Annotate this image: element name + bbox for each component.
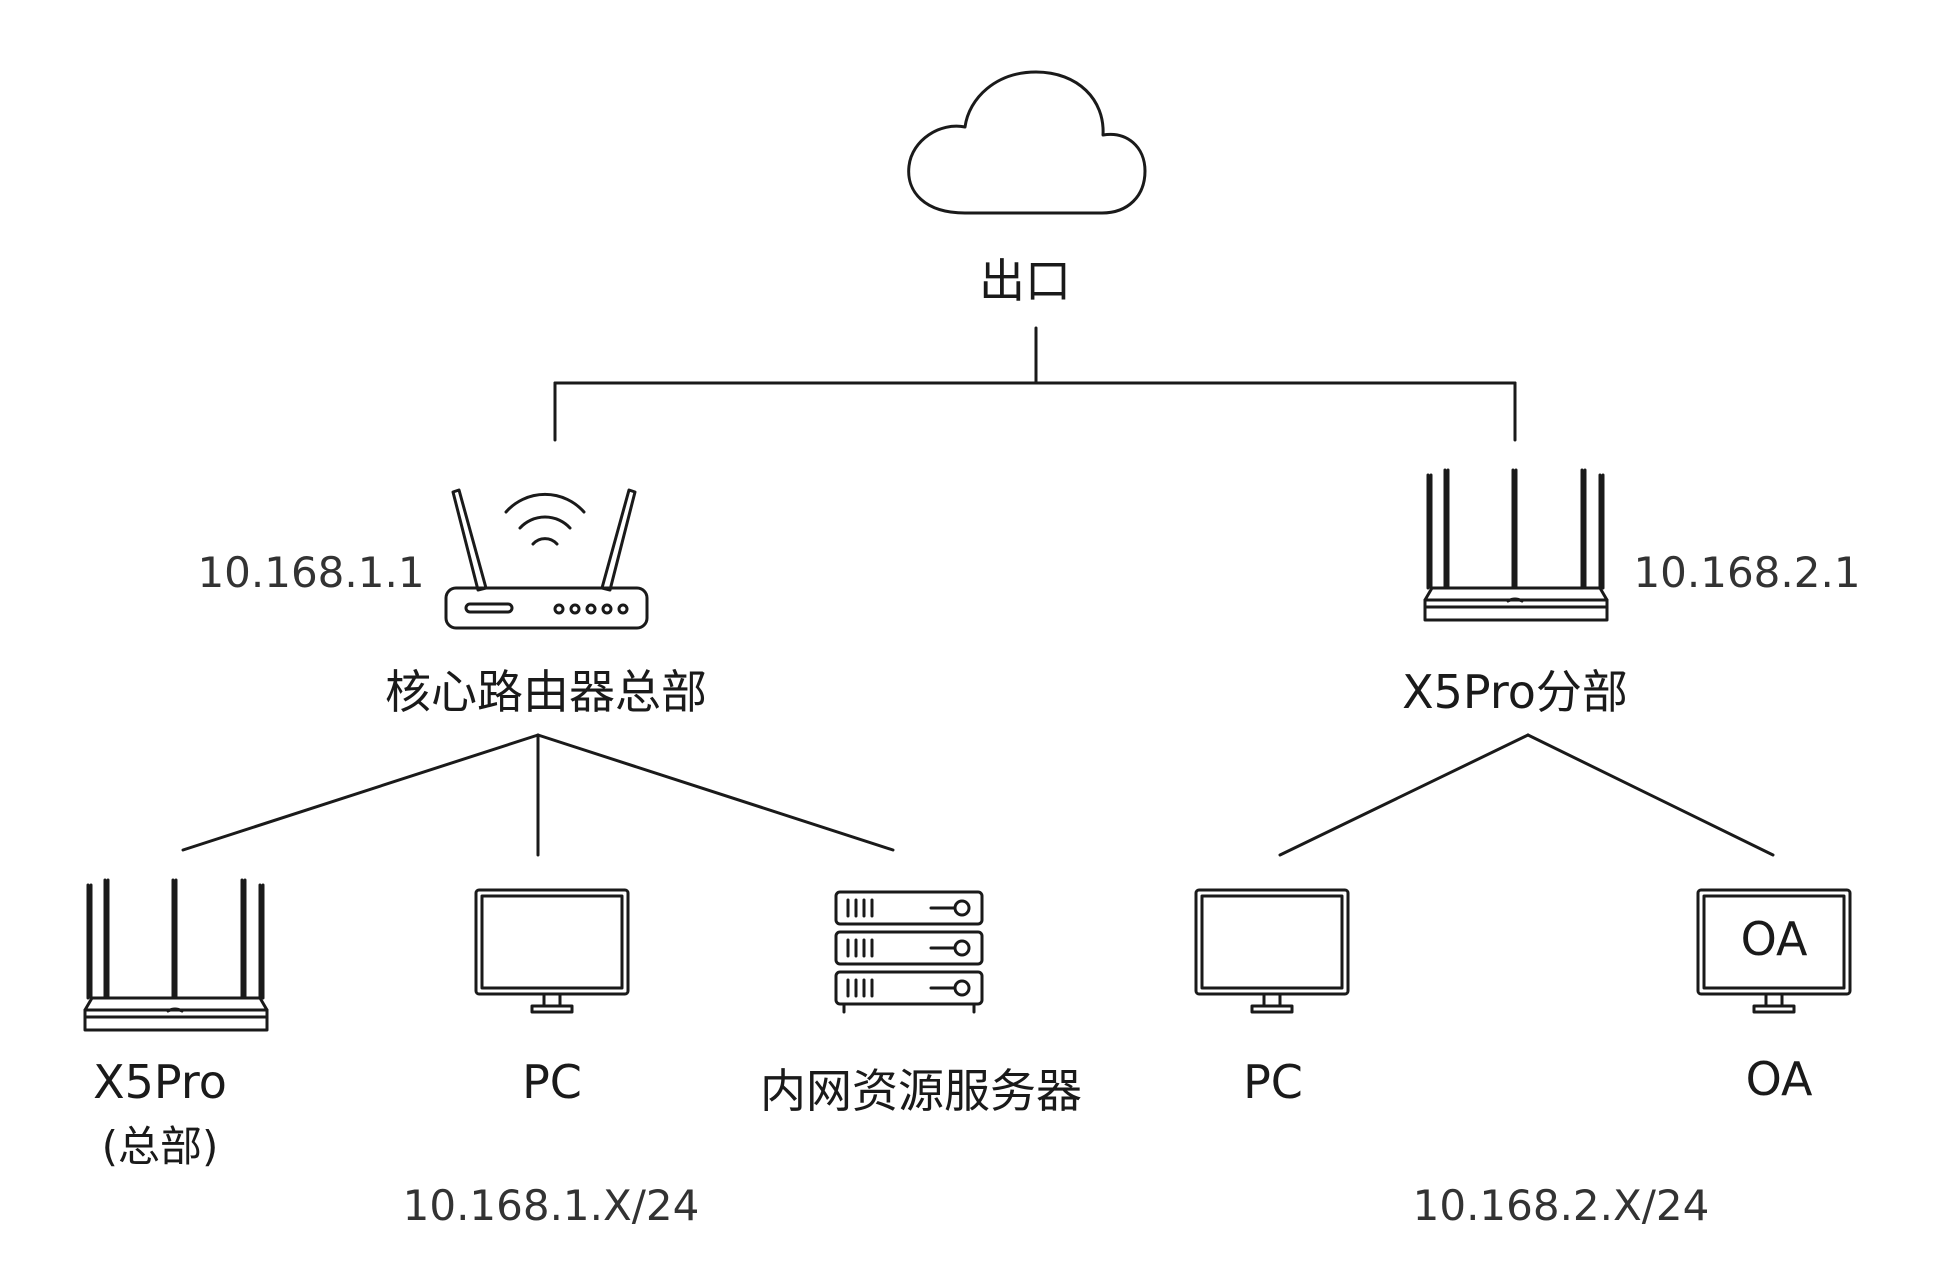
link-core-to-x5pro bbox=[181, 733, 540, 852]
branch-pc-label: PC bbox=[1243, 1055, 1303, 1109]
branch-subnet-label: 10.168.2.X/24 bbox=[1412, 1181, 1710, 1230]
server-rack-icon bbox=[834, 890, 984, 1014]
core-router-label: 核心路由器总部 bbox=[385, 665, 707, 719]
oa-screen-text: OA bbox=[1740, 912, 1808, 966]
monitor-icon bbox=[1194, 888, 1350, 1014]
core-router-ip: 10.168.1.1 bbox=[197, 548, 425, 597]
wifi-router-icon bbox=[444, 488, 649, 630]
intranet-server-label: 内网资源服务器 bbox=[760, 1064, 1082, 1118]
hq-pc-label: PC bbox=[522, 1055, 582, 1109]
hq-subnet-label: 10.168.1.X/24 bbox=[402, 1181, 700, 1230]
multi-antenna-router-icon bbox=[83, 878, 269, 1032]
hq-x5pro-label: X5Pro bbox=[93, 1055, 227, 1109]
link-branch-to-pc bbox=[1278, 733, 1530, 857]
cloud-icon bbox=[907, 70, 1147, 215]
monitor-icon bbox=[474, 888, 630, 1014]
link-core-to-server bbox=[536, 733, 895, 852]
branch-oa-label: OA bbox=[1745, 1052, 1813, 1106]
branch-router-ip: 10.168.2.1 bbox=[1633, 548, 1861, 597]
monitor-icon bbox=[1696, 888, 1852, 1014]
connector-lines bbox=[181, 326, 1775, 857]
hq-x5pro-sublabel: (总部) bbox=[101, 1122, 219, 1171]
link-branch-to-oa bbox=[1526, 733, 1775, 857]
internet-label: 出口 bbox=[979, 254, 1071, 308]
branch-router-label: X5Pro分部 bbox=[1402, 665, 1628, 719]
multi-antenna-router-icon bbox=[1423, 468, 1609, 622]
